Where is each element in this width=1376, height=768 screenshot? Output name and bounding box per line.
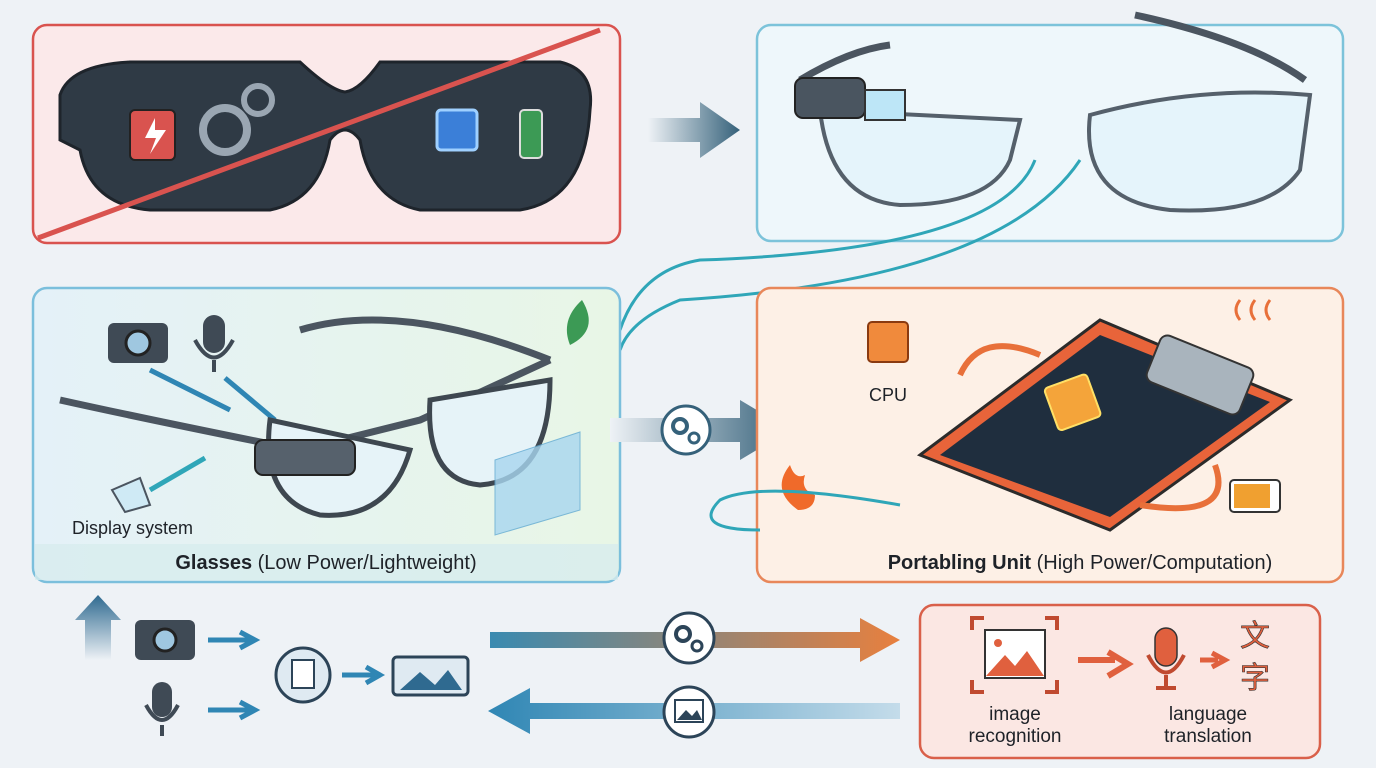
battery-icon	[519, 109, 543, 159]
leaf-icon	[566, 300, 589, 345]
cable	[618, 159, 1082, 351]
glasses-panel: Display system Glasses (Low Power/Lightw…	[31, 286, 622, 584]
cloud-tasks-panel: 文 字 image recognition language translati…	[918, 603, 1322, 760]
translated-char-2: 字	[1240, 661, 1270, 696]
arrow-icon	[208, 629, 261, 721]
cross-out-line	[37, 27, 601, 241]
display-system-label: Display system	[72, 518, 193, 538]
cpu-icon	[867, 321, 909, 363]
virtual-display-icon	[494, 431, 581, 536]
lightweight-glasses-panel	[755, 11, 1345, 243]
translated-char-1: 文	[1240, 619, 1270, 654]
pipeline	[75, 595, 900, 739]
scan-frame-icon	[970, 616, 1059, 694]
sunglasses-icon	[58, 60, 593, 212]
up-arrow	[75, 595, 121, 660]
cpu-label: CPU	[869, 385, 907, 405]
heat-icon	[1234, 299, 1272, 321]
glasses-panel-title: Glasses (Low Power/Lightweight)	[175, 552, 476, 574]
gear-icon	[199, 104, 251, 156]
cycle-arrow	[957, 343, 1042, 377]
language-label-line1: language	[1169, 704, 1247, 725]
language-label-line2: translation	[1164, 726, 1252, 747]
lens-icon	[817, 107, 1023, 208]
image-label-line1: image	[989, 704, 1041, 725]
input-arrow	[148, 367, 277, 422]
arrow-right-icon	[648, 102, 740, 158]
microphone-icon	[1154, 627, 1178, 667]
arrow-icon	[1078, 649, 1134, 679]
prism-icon	[110, 476, 152, 514]
lens-icon	[1087, 90, 1313, 213]
image-label-line2: recognition	[969, 726, 1062, 747]
portable-unit-panel: CPU Portabling Unit (High Power/Computat…	[709, 286, 1345, 584]
camera-module-icon	[794, 77, 866, 119]
unit-panel-title: Portabling Unit (High Power/Computation)	[888, 552, 1273, 574]
chip-icon	[435, 108, 479, 152]
microphone-icon	[152, 682, 172, 717]
flame-icon	[781, 465, 815, 510]
gear-icon	[241, 83, 275, 117]
integrated-glasses-panel-crossed	[31, 23, 622, 245]
microphone-icon	[203, 315, 225, 353]
display-prism-icon	[864, 89, 906, 121]
